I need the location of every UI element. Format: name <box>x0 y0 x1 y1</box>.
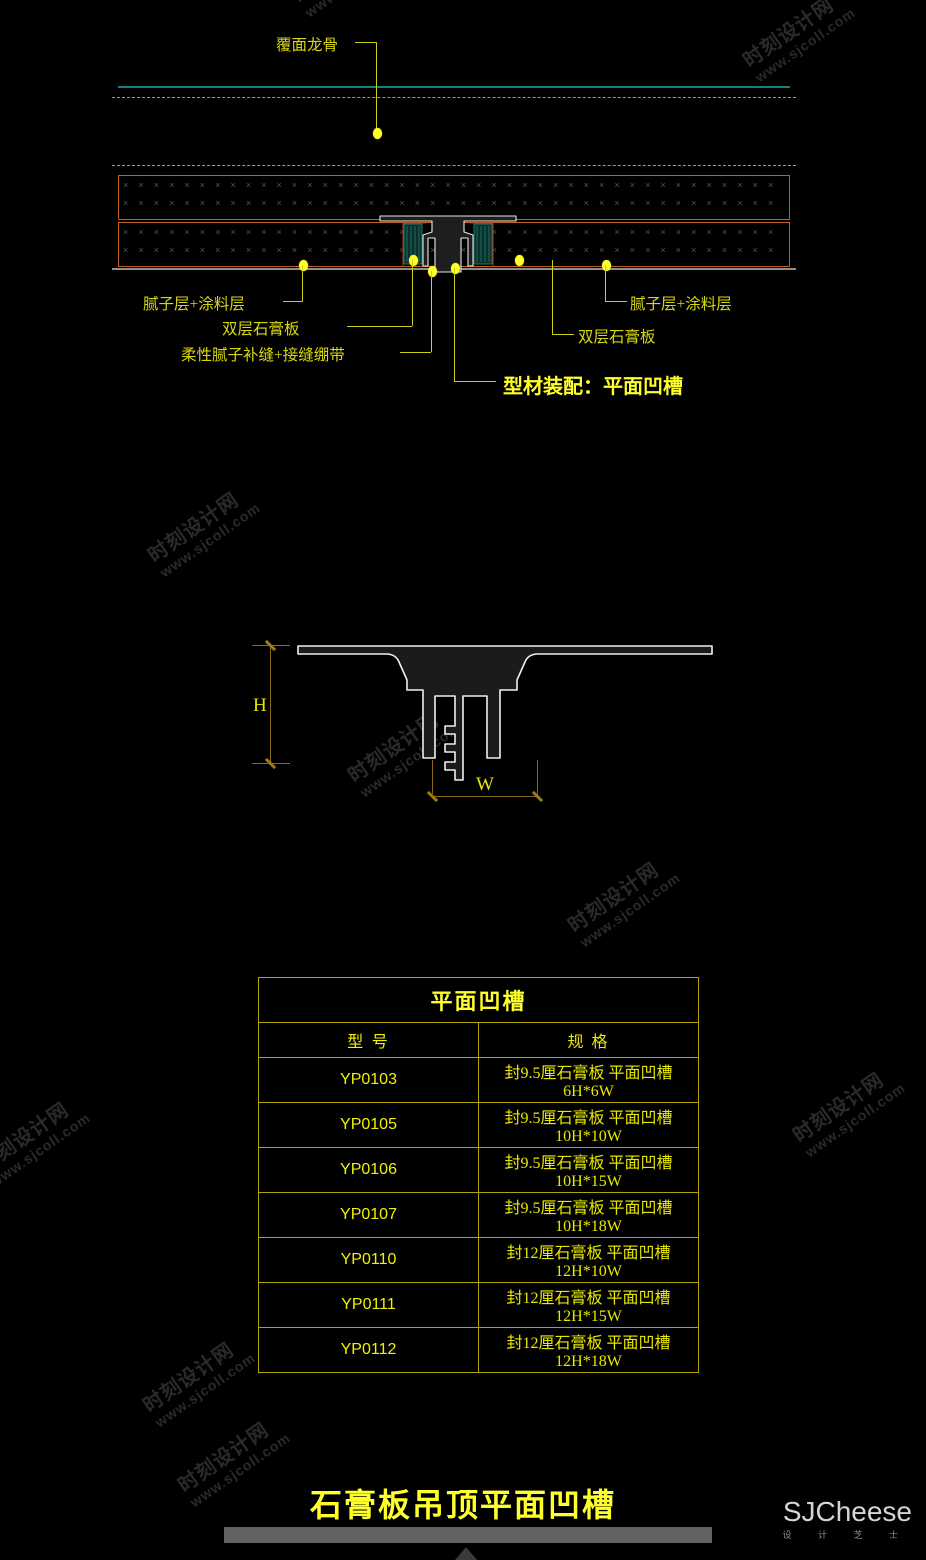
dimension-extension-line <box>432 760 433 794</box>
leader-line <box>412 260 413 326</box>
brand-subtitle: 设 计 芝 士 <box>782 1530 910 1540</box>
leader-line <box>400 352 431 353</box>
brand-name: SJCheese <box>782 1496 912 1527</box>
leader-line <box>552 334 574 335</box>
table-row: YP0106 封9.5厘石膏板 平面凹槽10H*15W <box>258 1147 699 1193</box>
table-row: YP0110 封12厘石膏板 平面凹槽12H*10W <box>258 1237 699 1283</box>
cell-spec: 封9.5厘石膏板 平面凹槽10H*15W <box>478 1147 699 1193</box>
cell-spec: 封12厘石膏板 平面凹槽12H*15W <box>478 1282 699 1328</box>
table-row: YP0112 封12厘石膏板 平面凹槽12H*18W <box>258 1327 699 1373</box>
ceiling-section-detail: ××××××××××××××××××××××××××××××××××××××××… <box>0 0 926 420</box>
leader-line <box>454 268 455 381</box>
leader-line <box>605 301 627 302</box>
cell-model: YP0110 <box>258 1237 479 1283</box>
dimension-line-width <box>432 796 538 797</box>
leader-line <box>355 42 377 43</box>
cell-model: YP0111 <box>258 1282 479 1328</box>
table-row: YP0107 封9.5厘石膏板 平面凹槽10H*18W <box>258 1192 699 1238</box>
callout-label-putty-paint-left: 腻子层+涂料层 <box>143 296 245 313</box>
watermark: 时刻设计网 www.sjcoll.com <box>564 858 684 950</box>
cell-spec: 封9.5厘石膏板 平面凹槽10H*10W <box>478 1102 699 1148</box>
cell-spec: 封12厘石膏板 平面凹槽12H*10W <box>478 1237 699 1283</box>
dimension-extension-line <box>537 760 538 794</box>
cell-model: YP0103 <box>258 1057 479 1103</box>
watermark: 时刻设计网 www.sjcoll.com <box>139 1338 259 1430</box>
leader-line <box>605 265 606 301</box>
callout-dot <box>409 255 418 266</box>
watermark: 时刻设计网 www.sjcoll.com <box>0 1098 94 1190</box>
callout-label-flexible-putty-tape: 柔性腻子补缝+接缝绷带 <box>181 347 345 364</box>
callout-dot <box>515 255 524 266</box>
dimension-label-width: W <box>476 774 494 795</box>
triangle-marker-icon <box>455 1547 477 1560</box>
ceiling-slab-line <box>118 86 790 88</box>
gypsum-board-layer-upper: ××××××××××××××××××××××××××××××××××××××××… <box>118 175 790 220</box>
dimension-label-height: H <box>253 695 267 716</box>
callout-dot <box>373 128 382 139</box>
leader-line <box>283 301 303 302</box>
leader-line <box>552 260 553 334</box>
drawing-title: 石膏板吊顶平面凹槽 <box>309 1487 616 1523</box>
callout-dot <box>428 266 437 277</box>
table-row: YP0105 封9.5厘石膏板 平面凹槽10H*10W <box>258 1102 699 1148</box>
hatch-pattern: ××××××××××××××××××××××××××××××××××××××××… <box>123 180 784 219</box>
profile-elevation-drawing: H W <box>0 600 926 860</box>
table-row: YP0103 封9.5厘石膏板 平面凹槽6H*6W <box>258 1057 699 1103</box>
column-header-model: 型 号 <box>258 1022 479 1058</box>
drawing-title-block: 石膏板吊顶平面凹槽 <box>0 1480 926 1526</box>
cell-model: YP0106 <box>258 1147 479 1193</box>
callout-label-putty-paint-right: 腻子层+涂料层 <box>630 296 732 313</box>
watermark: 时刻设计网 www.sjcoll.com <box>789 1068 909 1160</box>
table-title-row: 平面凹槽 <box>258 977 699 1023</box>
profile-outline <box>297 645 713 781</box>
callout-label-furring-channel: 覆面龙骨 <box>276 37 339 54</box>
cell-spec: 封9.5厘石膏板 平面凹槽6H*6W <box>478 1057 699 1103</box>
callout-dot <box>602 260 611 271</box>
leader-line <box>347 326 412 327</box>
column-header-spec: 规 格 <box>478 1022 699 1058</box>
callout-dot <box>451 263 460 274</box>
callout-label-double-gypsum-left: 双层石膏板 <box>222 321 300 338</box>
embedded-profile-section <box>379 215 517 273</box>
specification-table: 平面凹槽 型 号 规 格 YP0103 封9.5厘石膏板 平面凹槽6H*6W Y… <box>258 977 699 1373</box>
brand-logo: SJCheese 设 计 芝 士 <box>782 1498 912 1541</box>
leader-line <box>376 42 377 130</box>
callout-dot <box>299 260 308 271</box>
watermark: 时刻设计网 www.sjcoll.com <box>144 488 264 580</box>
leader-line <box>302 265 303 301</box>
callout-label-profile-assembly: 型材装配：平面凹槽 <box>503 376 683 398</box>
dimension-line-height <box>270 645 271 764</box>
ceiling-dashed-line-upper <box>112 97 796 98</box>
callout-label-double-gypsum-right: 双层石膏板 <box>578 329 656 346</box>
title-underline-bar <box>224 1527 712 1543</box>
leader-line <box>454 381 496 382</box>
cell-spec: 封9.5厘石膏板 平面凹槽10H*18W <box>478 1192 699 1238</box>
table-title: 平面凹槽 <box>258 977 699 1023</box>
table-header-row: 型 号 规 格 <box>258 1022 699 1058</box>
table-row: YP0111 封12厘石膏板 平面凹槽12H*15W <box>258 1282 699 1328</box>
cell-model: YP0107 <box>258 1192 479 1238</box>
cell-model: YP0112 <box>258 1327 479 1373</box>
cell-model: YP0105 <box>258 1102 479 1148</box>
ceiling-dashed-line-lower <box>112 165 796 166</box>
leader-line <box>431 271 432 352</box>
cell-spec: 封12厘石膏板 平面凹槽12H*18W <box>478 1327 699 1373</box>
